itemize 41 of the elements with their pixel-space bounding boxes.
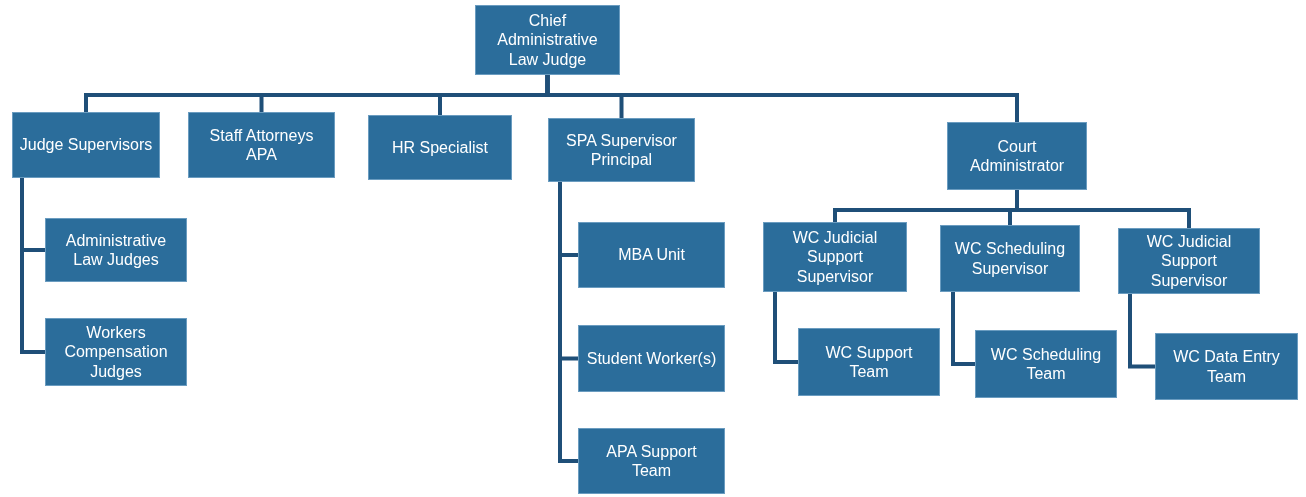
org-box [188, 112, 335, 178]
org-box [1155, 333, 1298, 400]
box-label: Judge Supervisors [19, 135, 153, 155]
org-box [578, 428, 725, 494]
box-label: Court Administrator [968, 136, 1066, 176]
org-box [947, 122, 1087, 190]
org-box [45, 318, 187, 386]
box-label: WC Scheduling Supervisor [953, 239, 1067, 278]
box-label: WC Support Team [824, 342, 914, 382]
org-box [12, 112, 160, 178]
box-label: Administrative Law Judges [64, 230, 168, 270]
org-box [798, 328, 940, 396]
connector-line [1015, 190, 1191, 228]
connector-line [1128, 294, 1155, 369]
org-box [1118, 228, 1260, 294]
connector-line [545, 75, 1019, 122]
box-label: HR Specialist [392, 137, 488, 158]
org-box [45, 218, 187, 282]
connector-line [558, 182, 578, 463]
box-label: MBA Unit [618, 245, 685, 265]
org-box [578, 325, 725, 392]
box-label: WC Scheduling Team [989, 344, 1103, 384]
box-label: Workers Compensation Judges [63, 323, 169, 381]
box-label: Staff Attorneys APA [208, 125, 315, 165]
connector-line [951, 292, 975, 366]
box-label: SPA Supervisor Principal [565, 130, 678, 170]
org-box [578, 222, 725, 288]
org-box [763, 222, 907, 292]
connector-line [20, 178, 45, 354]
org-box [548, 118, 695, 182]
org-box [475, 5, 620, 75]
box-label: WC Judicial Support Supervisor [1145, 232, 1233, 290]
box-label: WC Data Entry Team [1172, 347, 1281, 386]
box-label: Chief Administrative Law Judge [496, 11, 599, 69]
org-box [940, 225, 1080, 292]
box-label: Student Worker(s) [586, 348, 717, 369]
org-box [368, 115, 512, 180]
box-label: APA Support Team [605, 441, 698, 481]
org-box [975, 330, 1117, 398]
box-label: WC Judicial Support Supervisor [791, 228, 879, 286]
connector-line [773, 292, 798, 364]
